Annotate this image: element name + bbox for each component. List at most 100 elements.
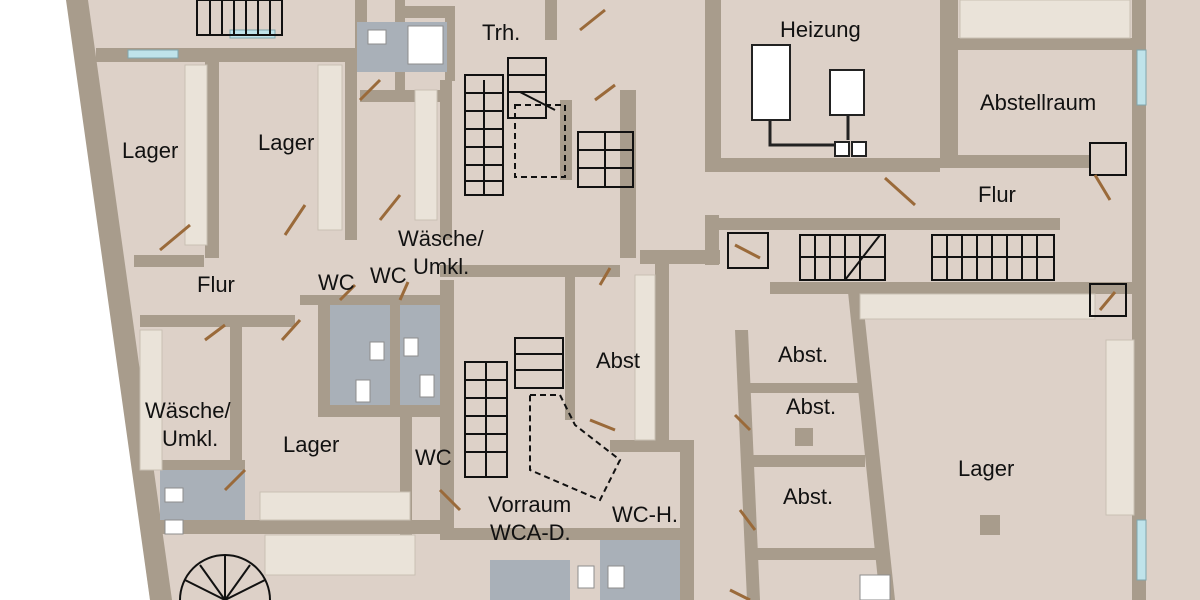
- wall: [745, 383, 860, 393]
- wall: [940, 155, 1090, 168]
- stairs: [179, 0, 1127, 600]
- door: [378, 194, 402, 221]
- shelving: [139, 0, 1135, 576]
- sink-icon: [164, 487, 184, 503]
- door: [1098, 291, 1117, 311]
- shelf: [259, 491, 411, 521]
- door: [594, 83, 616, 102]
- door: [159, 223, 191, 252]
- room-label-wc: WC: [318, 270, 355, 295]
- room-label-trh: Trh.: [482, 20, 520, 45]
- wall: [318, 300, 330, 410]
- wall: [390, 295, 400, 410]
- room-label-waesche: Wäsche/: [145, 398, 231, 423]
- room-label-wch: WC-H.: [612, 502, 678, 527]
- wall: [395, 6, 455, 18]
- room-label-wc: WC: [370, 263, 407, 288]
- shelf: [859, 293, 1096, 320]
- wall: [345, 58, 357, 240]
- door: [598, 267, 612, 286]
- sink-icon: [367, 29, 387, 45]
- shelf: [184, 64, 208, 246]
- column: [795, 428, 813, 446]
- room-label-lager: Lager: [958, 456, 1014, 481]
- wall: [735, 330, 760, 600]
- toilet-icon: [419, 374, 435, 398]
- wall: [565, 270, 575, 420]
- room-label-umkl: Umkl.: [413, 254, 469, 279]
- door: [734, 243, 761, 260]
- room-label-lager: Lager: [283, 432, 339, 457]
- stair-lower: [464, 337, 622, 502]
- room-label-abstellraum: Abstellraum: [980, 90, 1096, 115]
- room-label-flur: Flur: [978, 182, 1016, 207]
- wall: [750, 455, 865, 467]
- door: [1093, 174, 1112, 201]
- door: [358, 78, 382, 102]
- wall: [848, 292, 895, 600]
- wall: [610, 440, 690, 452]
- wall: [705, 218, 1060, 230]
- tile-area: [490, 560, 570, 600]
- door: [204, 323, 226, 342]
- door: [729, 588, 751, 600]
- room-label-abst: Abst.: [778, 342, 828, 367]
- shelf: [634, 274, 656, 441]
- window: [127, 49, 179, 59]
- toilet-icon: [355, 379, 371, 403]
- valve-icon: [851, 141, 867, 157]
- shelf: [1105, 339, 1135, 516]
- door: [338, 283, 357, 302]
- shower-tray: [407, 25, 444, 65]
- room-label-umkl: Umkl.: [162, 426, 218, 451]
- window: [1136, 519, 1147, 581]
- room-label-wc: WC: [415, 445, 452, 470]
- sink-icon: [607, 565, 625, 589]
- room-label-lager: Lager: [258, 130, 314, 155]
- wall: [755, 548, 885, 560]
- doors: [159, 8, 1117, 600]
- spiral-stair: [179, 554, 271, 600]
- shelf: [264, 534, 416, 576]
- room-label-heizung: Heizung: [780, 17, 861, 42]
- wall: [940, 0, 958, 168]
- door: [438, 488, 462, 512]
- pipe: [768, 120, 840, 147]
- wall: [705, 158, 940, 172]
- wall: [440, 80, 452, 240]
- stair-top-left: [196, 0, 283, 36]
- valve-icon: [834, 141, 850, 157]
- door: [589, 418, 616, 432]
- room-label-abst: Abst: [596, 348, 640, 373]
- bench: [859, 574, 891, 600]
- outer-wall-right: [1132, 0, 1146, 600]
- room-labels: Trh. Heizung Abstellraum Lager Lager Flu…: [122, 17, 1096, 545]
- wall: [205, 58, 219, 258]
- wall: [300, 295, 440, 305]
- column: [980, 515, 1000, 535]
- door: [883, 176, 917, 207]
- fixtures: [164, 25, 1000, 600]
- room-label-lager: Lager: [122, 138, 178, 163]
- wall: [655, 258, 669, 448]
- room-label-vorraum: Vorraum: [488, 492, 571, 517]
- boiler-icon: [751, 44, 791, 121]
- shelf: [139, 329, 163, 471]
- door: [738, 509, 757, 531]
- door: [283, 204, 307, 236]
- sink-icon: [577, 565, 595, 589]
- wall: [680, 440, 694, 600]
- door: [280, 318, 302, 342]
- stair-flur: [727, 142, 1127, 317]
- room-label-abst: Abst.: [783, 484, 833, 509]
- door: [733, 413, 752, 432]
- shelf: [414, 89, 438, 221]
- wall: [140, 315, 295, 327]
- room-label-abst: Abst.: [786, 394, 836, 419]
- stair-dashed: [514, 104, 566, 178]
- room-label-wcad: WCA-D.: [490, 520, 571, 545]
- boiler-icon: [829, 69, 865, 116]
- stair-trh: [464, 57, 634, 196]
- wall: [770, 282, 1090, 294]
